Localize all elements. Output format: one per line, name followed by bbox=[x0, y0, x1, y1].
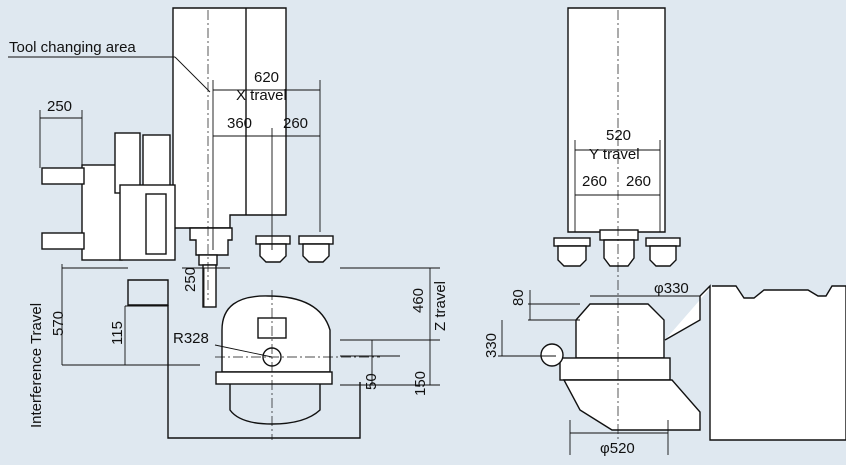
dim-150: 150 bbox=[412, 370, 429, 396]
y-right-dim: 260 bbox=[626, 173, 652, 190]
tilt-knob bbox=[540, 343, 564, 367]
tool-pot-1 bbox=[255, 235, 291, 263]
tool bbox=[202, 264, 217, 308]
y-left-dim: 260 bbox=[582, 173, 608, 190]
y-travel-label: Y travel bbox=[589, 146, 640, 163]
right-tool-pot-1 bbox=[553, 237, 591, 267]
tool-changing-area-label: Tool changing area bbox=[9, 39, 136, 56]
table-plate bbox=[215, 371, 333, 385]
dim-250-vertical: 250 bbox=[182, 266, 199, 292]
z-travel-label: Z travel bbox=[432, 280, 449, 331]
spindle-head bbox=[189, 227, 233, 256]
table-body bbox=[229, 384, 321, 425]
right-column bbox=[567, 7, 666, 233]
x-right-dim: 260 bbox=[283, 115, 309, 132]
rotary-table-right bbox=[575, 303, 665, 359]
tilt-body bbox=[562, 379, 701, 431]
dim-460: 460 bbox=[410, 287, 427, 313]
dim-50: 50 bbox=[363, 373, 380, 390]
right-dimensions bbox=[498, 140, 700, 455]
dim-330-vertical: 330 bbox=[483, 332, 500, 358]
phi-520-dim: φ520 bbox=[600, 440, 635, 457]
tool-magazine bbox=[41, 132, 176, 261]
x-left-dim: 360 bbox=[227, 115, 253, 132]
machine-base bbox=[127, 279, 169, 306]
right-tool-pot-2 bbox=[645, 237, 681, 267]
dim-115: 115 bbox=[109, 321, 126, 345]
interference-travel-label: Interference Travel bbox=[28, 302, 45, 428]
x-travel-label: X travel bbox=[236, 87, 287, 104]
right-spindle bbox=[599, 229, 639, 267]
y-total-dim: 520 bbox=[606, 127, 632, 144]
tilt-table-plate bbox=[559, 357, 671, 381]
tool-pot-2 bbox=[298, 235, 334, 263]
x-total-dim: 620 bbox=[254, 69, 280, 86]
phi-330-dim: φ330 bbox=[654, 280, 689, 297]
left-dimensions bbox=[8, 56, 440, 386]
left-centerlines bbox=[207, 10, 380, 440]
trunnion-housing bbox=[664, 284, 846, 441]
dim-570: 570 bbox=[50, 310, 67, 336]
width-250-dim: 250 bbox=[47, 98, 73, 115]
dim-80: 80 bbox=[510, 289, 527, 306]
radius-328: R328 bbox=[173, 330, 209, 347]
base-outline bbox=[167, 305, 361, 439]
